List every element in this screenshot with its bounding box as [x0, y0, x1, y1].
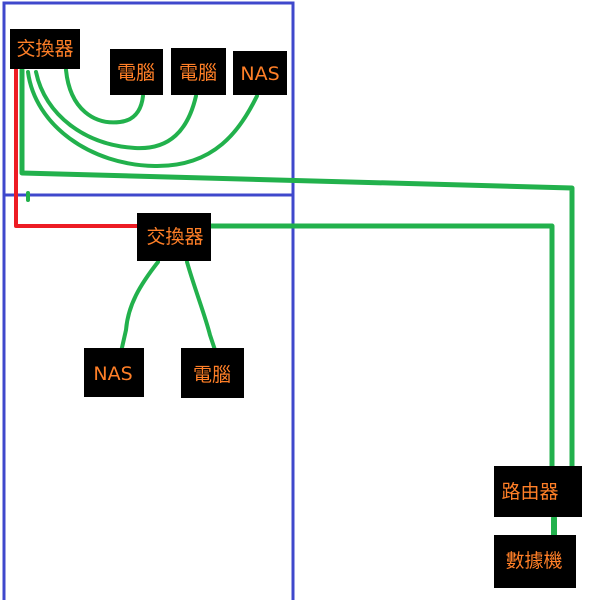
device-modem[interactable]: 數據機 — [494, 535, 576, 588]
cable-switch-mid-to-nas-bottom — [119, 260, 160, 354]
device-modem-label: 數據機 — [505, 550, 562, 572]
device-switch-top[interactable]: 交換器 — [10, 29, 80, 69]
cable-switch-top-to-router — [19, 67, 575, 469]
device-nas-bottom-label: NAS — [93, 363, 132, 385]
device-pc-bottom[interactable]: 電腦 — [181, 348, 244, 398]
device-pc-bottom-label: 電腦 — [193, 364, 231, 386]
room-lower — [2, 193, 295, 600]
cable-switch-mid-to-router — [207, 223, 555, 469]
device-pc-top-2-label: 電腦 — [179, 62, 217, 84]
device-switch-mid-label: 交換器 — [146, 226, 203, 248]
device-nas-bottom[interactable]: NAS — [84, 348, 144, 397]
device-pc-top-2[interactable]: 電腦 — [171, 48, 226, 95]
room-boundaries — [2, 1, 295, 600]
device-switch-mid[interactable]: 交換器 — [137, 213, 211, 261]
cable-switch-top-to-pc-top-2 — [34, 70, 198, 151]
device-nas-top-label: NAS — [240, 63, 279, 85]
device-nas-top[interactable]: NAS — [233, 51, 287, 95]
device-router[interactable]: 路由器 — [494, 466, 582, 517]
cable-switch-top-to-pc-top-1 — [64, 68, 145, 125]
device-router-label: 路由器 — [501, 481, 558, 503]
cable-switch-top-to-switch-mid — [14, 68, 148, 228]
cable-switch-top-to-nas-top — [26, 70, 259, 169]
device-pc-top-1[interactable]: 電腦 — [110, 49, 163, 95]
device-pc-top-1-label: 電腦 — [117, 62, 155, 84]
cable-switch-mid-to-pc-bottom — [185, 260, 217, 352]
cables — [14, 67, 575, 539]
device-switch-top-label: 交換器 — [16, 38, 73, 60]
